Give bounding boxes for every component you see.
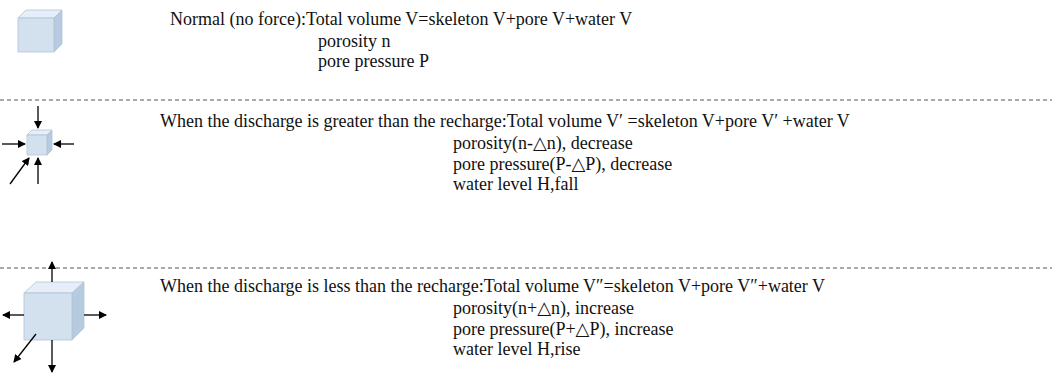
annotation-text: When the discharge is greater than the r…: [160, 111, 850, 131]
annotation-text: water level H,rise: [453, 339, 580, 359]
annotation-text: Normal (no force):Total volume V=skeleto…: [170, 9, 632, 29]
annotation-text: pore pressure P: [318, 51, 429, 71]
annotation-text: When the discharge is less than the rech…: [160, 276, 825, 296]
cube-compressed: [27, 130, 52, 155]
annotation-text: porosity n: [318, 31, 391, 51]
annotation-text: porosity(n+△n), increase: [453, 298, 634, 318]
separator-line: [0, 100, 1052, 268]
cube-expanded: [24, 282, 84, 340]
annotation-text: pore pressure(P-△P), decrease: [453, 154, 672, 174]
cube-normal: [18, 10, 62, 52]
annotation-text: porosity(n-△n), decrease: [453, 133, 633, 153]
annotation-text: water level H,fall: [453, 174, 578, 194]
expansion-arrow: [3, 262, 106, 372]
compression-arrow: [2, 106, 74, 184]
annotation-text: pore pressure(P+△P), increase: [453, 319, 673, 339]
